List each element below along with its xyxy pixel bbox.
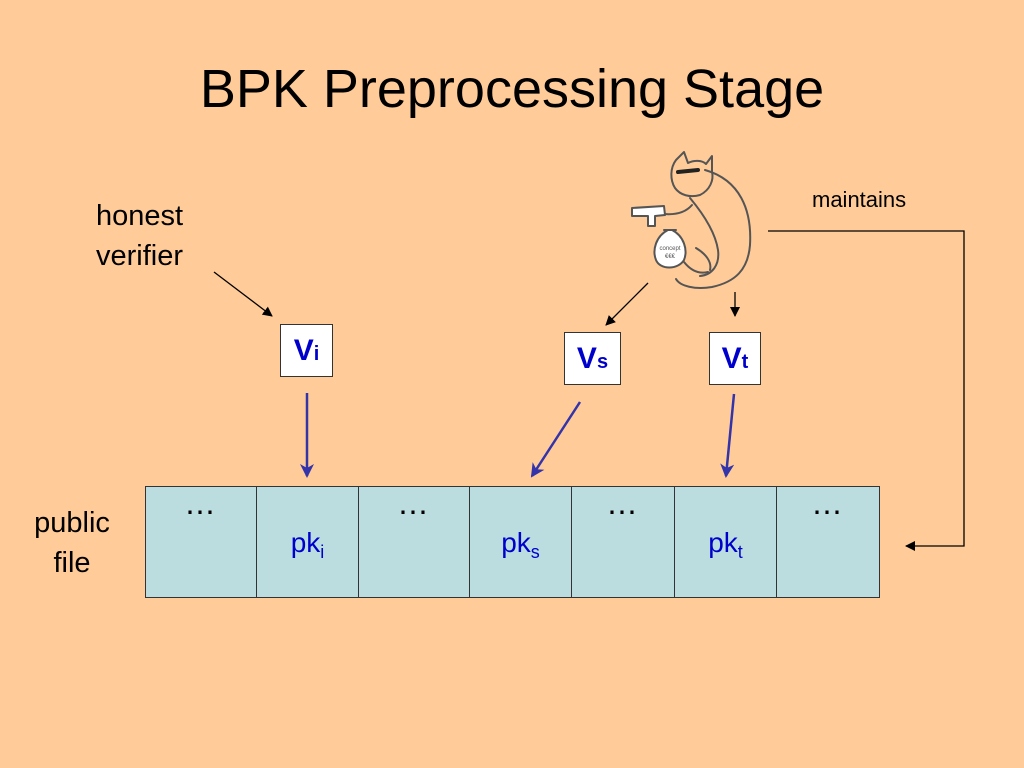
arrow-vt-to-pkt	[720, 393, 736, 478]
arrow-maintains-to-file	[768, 230, 965, 551]
file-cell-ellipsis: ⋯	[572, 487, 675, 597]
public-file-table: ⋯ pki ⋯ pks ⋯ pkt ⋯	[145, 486, 880, 598]
ellipsis-icon: ⋯	[398, 496, 430, 529]
verifier-letter: V	[576, 341, 597, 375]
arrow-vs-to-pks	[530, 401, 582, 478]
verifier-subscript: i	[313, 343, 320, 365]
bag-text-line2: €€€	[665, 254, 676, 260]
pk-label: pk	[290, 527, 321, 558]
file-cell-ellipsis: ⋯	[359, 487, 470, 597]
ellipsis-icon: ⋯	[185, 496, 217, 529]
file-cell-ellipsis: ⋯	[146, 487, 257, 597]
public-file-line2: file	[53, 547, 91, 579]
pk-subscript: s	[530, 542, 540, 562]
pk-subscript: i	[320, 542, 325, 562]
verifier-letter: V	[293, 333, 314, 367]
pk-subscript: t	[737, 542, 743, 562]
honest-verifier-line2: verifier	[96, 240, 184, 272]
bag-text-line1: concept	[659, 246, 680, 252]
page-title: BPK Preprocessing Stage	[199, 59, 825, 119]
arrow-adversary-to-vs	[605, 282, 649, 326]
verifier-subscript: t	[741, 351, 749, 373]
file-cell-pk-s: pks	[470, 487, 572, 597]
verifier-subscript: s	[596, 351, 609, 373]
pk-label: pk	[501, 527, 531, 558]
ellipsis-icon: ⋯	[812, 496, 844, 529]
honest-verifier-line1: honest	[96, 200, 184, 232]
honest-verifier-label: honest verifier	[96, 196, 183, 276]
file-cell-pk-t: pkt	[675, 487, 777, 597]
arrow-honest-to-vi	[213, 271, 273, 317]
ellipsis-icon: ⋯	[607, 496, 639, 529]
file-cell-pk-i: pki	[257, 487, 359, 597]
pk-label: pk	[708, 527, 738, 558]
public-file-label: public file	[22, 503, 122, 583]
verifier-letter: V	[721, 341, 742, 375]
file-cell-ellipsis: ⋯	[777, 487, 879, 597]
public-file-line1: public	[34, 507, 110, 539]
armed-cat-icon	[631, 151, 752, 289]
maintains-label: maintains	[812, 187, 907, 212]
